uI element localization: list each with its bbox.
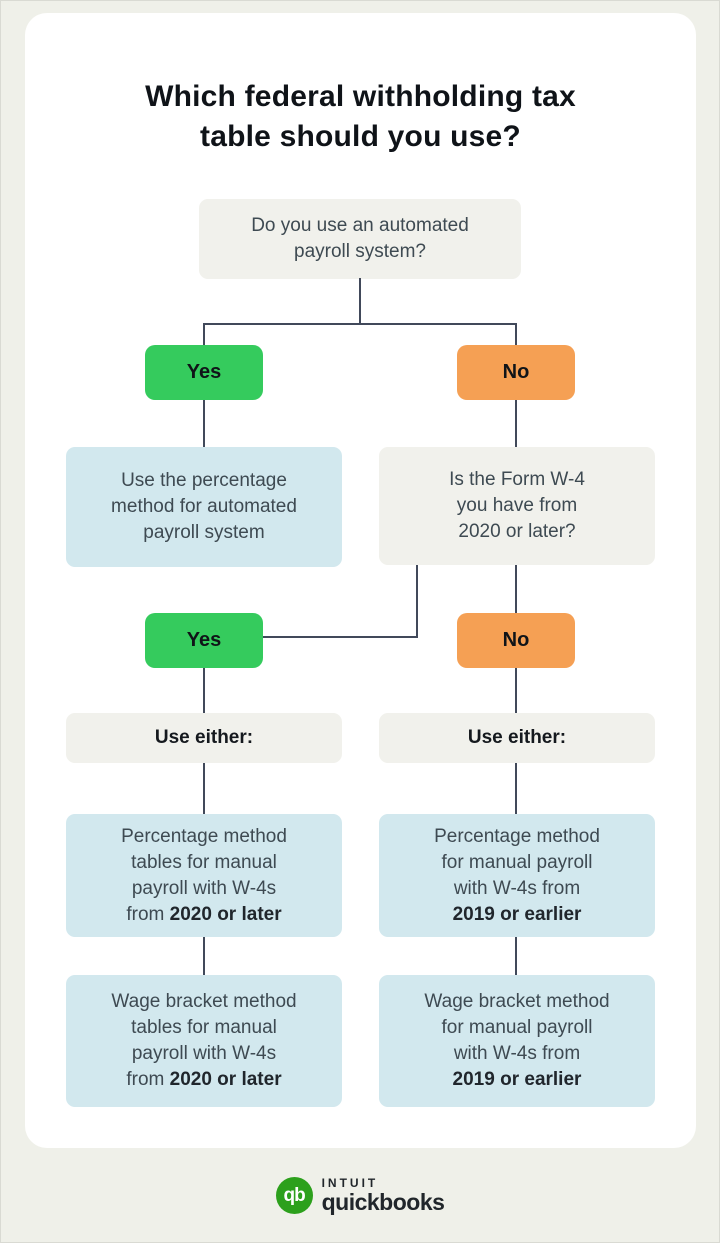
connector-q2-elbow-down xyxy=(416,565,418,638)
connector-q1-to-no xyxy=(515,323,517,358)
connector-q2-elbow-left xyxy=(263,636,418,638)
connector-yes2-down xyxy=(203,668,205,713)
use-either-left-box: Use either: xyxy=(66,713,342,763)
percentage-right-year: 2019 or earlier xyxy=(452,903,582,925)
percentage-method-left-box: Percentage method tables for manual payr… xyxy=(66,814,342,937)
page-title: Which federal withholding tax table shou… xyxy=(145,80,576,153)
yes-button-2: Yes xyxy=(145,613,263,668)
intuit-quickbooks-logo: qb INTUIT quickbooks xyxy=(275,1177,445,1214)
yes-button-1-label: Yes xyxy=(186,361,222,383)
qb-mark-text: qb xyxy=(283,1184,305,1206)
automated-result-text: Use the percentage method for automated … xyxy=(111,470,297,543)
question-automated-payroll-box: Do you use an automated payroll system? xyxy=(199,199,521,279)
use-either-right-box: Use either: xyxy=(379,713,655,763)
connector-q1-to-yes xyxy=(203,323,205,358)
connector-no1-down xyxy=(515,400,517,447)
no-button-2-label: No xyxy=(502,629,530,651)
logo-wordmark: INTUIT quickbooks xyxy=(322,1177,445,1214)
connector-q1-down xyxy=(359,278,361,325)
percentage-method-right-text: Percentage method for manual payroll wit… xyxy=(434,825,600,925)
connector-q1-split xyxy=(203,323,517,325)
wage-bracket-right-box: Wage bracket method for manual payroll w… xyxy=(379,975,655,1107)
wage-bracket-left-text: Wage bracket method tables for manual pa… xyxy=(111,991,297,1090)
connector-either-left-down xyxy=(203,763,205,814)
wage-bracket-left-box: Wage bracket method tables for manual pa… xyxy=(66,975,342,1107)
wage-left-year: 2020 or later xyxy=(169,1069,282,1090)
connector-no2-down xyxy=(515,668,517,713)
yes-button-2-label: Yes xyxy=(186,629,222,651)
percentage-method-left-text: Percentage method tables for manual payr… xyxy=(121,825,287,925)
percentage-left-year: 2020 or later xyxy=(169,903,282,925)
wage-bracket-right-text: Wage bracket method for manual payroll w… xyxy=(424,991,610,1090)
connector-q2-to-no xyxy=(515,565,517,613)
question-automated-payroll-text: Do you use an automated payroll system? xyxy=(251,215,469,262)
question-w4-year-text: Is the Form W-4 you have from 2020 or la… xyxy=(449,469,585,542)
automated-result-box: Use the percentage method for automated … xyxy=(66,447,342,567)
yes-button-1: Yes xyxy=(145,345,263,400)
quickbooks-logo-icon: qb xyxy=(275,1177,313,1214)
connector-either-right-down xyxy=(515,763,517,814)
connector-percentage-right-down xyxy=(515,937,517,975)
no-button-2: No xyxy=(457,613,575,668)
wage-right-year: 2019 or earlier xyxy=(452,1069,582,1090)
question-w4-year-box: Is the Form W-4 you have from 2020 or la… xyxy=(379,447,655,565)
connector-percentage-left-down xyxy=(203,937,205,975)
no-button-1-label: No xyxy=(502,361,530,383)
no-button-1: No xyxy=(457,345,575,400)
use-either-right-text: Use either: xyxy=(467,727,567,748)
infographic-card: Which federal withholding tax table shou… xyxy=(25,13,696,1148)
use-either-left-text: Use either: xyxy=(154,727,254,748)
intuit-wordmark: INTUIT xyxy=(321,1176,379,1190)
connector-yes1-down xyxy=(203,400,205,447)
quickbooks-wordmark: quickbooks xyxy=(321,1189,445,1215)
percentage-method-right-box: Percentage method for manual payroll wit… xyxy=(379,814,655,937)
footer: qb INTUIT quickbooks xyxy=(0,1148,720,1243)
